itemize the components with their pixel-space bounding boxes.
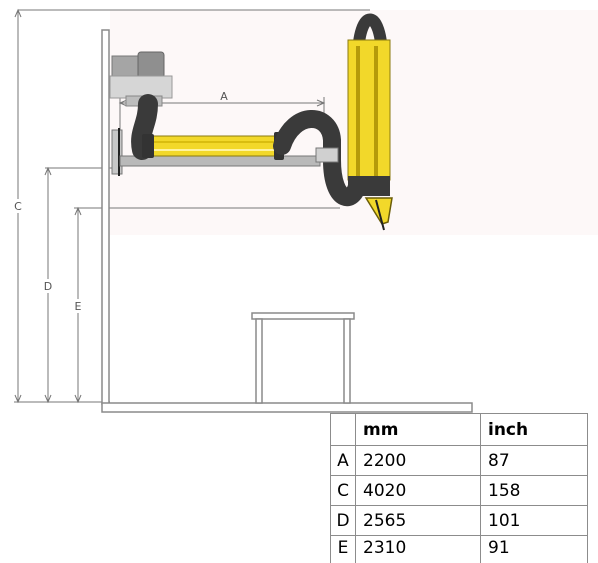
table-row: E 2310 91 xyxy=(331,536,588,563)
row-mm: 2310 xyxy=(356,536,481,563)
dimension-d-label: D xyxy=(44,280,52,293)
table-header-row: mm inch xyxy=(331,414,588,446)
header-inch: inch xyxy=(481,414,588,446)
header-blank xyxy=(331,414,356,446)
row-mm: 4020 xyxy=(356,476,481,506)
row-label: D xyxy=(331,506,356,536)
dimension-c-label: C xyxy=(14,200,22,213)
row-label: E xyxy=(331,536,356,563)
row-inch: 158 xyxy=(481,476,588,506)
table-row: C 4020 158 xyxy=(331,476,588,506)
row-label: A xyxy=(331,446,356,476)
table-row: A 2200 87 xyxy=(331,446,588,476)
dimension-e-label: E xyxy=(75,300,82,313)
dimension-a-label: A xyxy=(220,90,228,103)
workbench xyxy=(252,313,354,403)
row-inch: 101 xyxy=(481,506,588,536)
elbow-clamp xyxy=(316,148,338,162)
table-row: D 2565 101 xyxy=(331,506,588,536)
row-inch: 91 xyxy=(481,536,588,563)
row-label: C xyxy=(331,476,356,506)
vertical-arm xyxy=(348,40,390,196)
row-inch: 87 xyxy=(481,446,588,476)
dimensions-table: mm inch A 2200 87 C 4020 158 D 2565 101 … xyxy=(330,413,588,563)
row-mm: 2565 xyxy=(356,506,481,536)
row-mm: 2200 xyxy=(356,446,481,476)
horizontal-arm xyxy=(142,132,284,160)
dimension-e xyxy=(74,208,340,402)
header-mm: mm xyxy=(356,414,481,446)
